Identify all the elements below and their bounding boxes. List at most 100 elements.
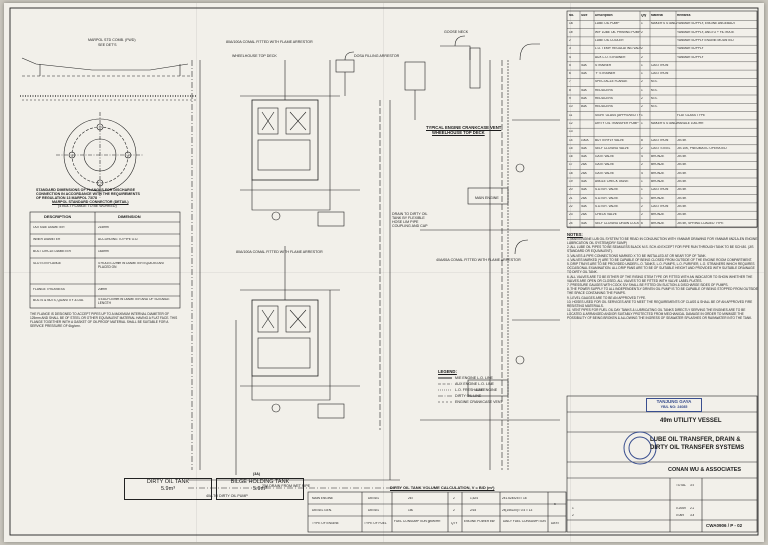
see-detail-label: SEE DET'S bbox=[98, 43, 117, 47]
bilge-tank-tag: (3A) bbox=[253, 472, 260, 476]
parts-cell: 25A bbox=[581, 213, 587, 217]
dim-row-value: 20mm bbox=[98, 288, 107, 291]
calc-row-index: 1 bbox=[572, 507, 574, 510]
pipe-label: 25A DRAIN FROM WET PIPE bbox=[262, 484, 311, 488]
parts-cell: 40A bbox=[581, 155, 587, 159]
parts-cell: YANMAR SUPPLY ENGINE MOUNTED bbox=[677, 38, 734, 42]
note-item: 6. ALL VALVES ARE TO BE EITHER OF THE RI… bbox=[567, 274, 753, 283]
parts-cell: 40A bbox=[581, 221, 587, 225]
parts-cell: 100A bbox=[581, 138, 589, 142]
note-item: 7. PRESSURE GAUGES WITH COCK S/V SHALL B… bbox=[567, 282, 729, 287]
pipe-label: 40A TO DIRTY OIL PUMP bbox=[206, 494, 248, 498]
parts-cell: CAST IRON bbox=[651, 63, 669, 67]
calc-cell: DIESEL bbox=[368, 509, 380, 512]
parts-cell: 21 bbox=[569, 196, 573, 200]
parts-cell: BRONZE bbox=[651, 155, 665, 159]
parts-cell: REDUCERS bbox=[595, 105, 613, 109]
parts-cell: YANMAR SUPPLY, ENGINE ANGEBAUT bbox=[677, 22, 736, 26]
calc-days-value: 5 bbox=[554, 503, 556, 506]
dim-header-description: DESCRIPTION bbox=[44, 215, 72, 219]
parts-cell: 17 bbox=[569, 163, 573, 167]
fold-line bbox=[570, 3, 571, 542]
parts-cell: SIGHT GLASS (APPROVED TYPE) bbox=[595, 113, 641, 117]
parts-cell: 8 bbox=[569, 88, 571, 92]
parts-cell: 2 bbox=[641, 97, 643, 100]
parts-cell: S.D.N.R. VALVE bbox=[595, 204, 619, 208]
parts-cell: 40A bbox=[581, 63, 587, 67]
calc-header: FUEL CONSUMPTION g/kW/HR bbox=[394, 520, 441, 523]
parts-cell: YANMAR SUPPLY bbox=[677, 47, 704, 51]
parts-cell: BRONZE bbox=[651, 171, 665, 175]
parts-cell: 25A bbox=[581, 196, 587, 200]
parts-cell: 1a bbox=[569, 22, 573, 26]
parts-cell: 2 bbox=[641, 30, 643, 34]
parts-cell: 2 bbox=[641, 146, 643, 150]
calc-header: TYPE OF FUEL bbox=[364, 522, 387, 525]
parts-cell: CAST IRON bbox=[651, 204, 669, 208]
calc-row-value: 3.4 bbox=[690, 514, 695, 517]
calc-cell: DIESEL bbox=[368, 497, 380, 500]
parts-cell: 2 bbox=[641, 47, 643, 51]
parts-cell: 2 bbox=[641, 213, 643, 217]
dirty-oil-tank-name: DIRTY OIL TANK bbox=[146, 479, 190, 485]
parts-cell: REDUCERS bbox=[595, 88, 613, 92]
parts-cell: MAKER'S STANDARD bbox=[651, 121, 677, 125]
dim-row-value: 4 HOLES 22mm IN DIAMETER EQUIDISTANT PLA… bbox=[98, 262, 165, 269]
dim-row-label: OUTSIDE DIAMETER bbox=[33, 226, 65, 229]
parts-cell: 'Y' STRAINER bbox=[595, 72, 616, 76]
parts-cell: 40A bbox=[581, 188, 587, 192]
dim-row-value: ACCORDING TO PIPE O.D. bbox=[98, 238, 139, 241]
parts-cell: LUBE OIL COOLER bbox=[595, 38, 624, 42]
parts-cell: BRONZE bbox=[651, 180, 665, 183]
parts-cell: 7 bbox=[569, 80, 571, 84]
crankcase-vent-title: TYPICAL ENGINE CRANKCASE VENT bbox=[426, 125, 502, 130]
parts-cell: CAST IRON bbox=[651, 188, 669, 192]
note-item: 10. HOSES USED FOR OIL SERVICES ARE TO M… bbox=[567, 300, 753, 308]
parts-cell: BUTTERFLY VALVE bbox=[595, 138, 624, 142]
detail-title: MARPOL STANDARD CONNECTOR (DETAIL) bbox=[52, 200, 129, 204]
parts-cell: 4 bbox=[641, 171, 643, 175]
parts-cell: JIS 5K bbox=[677, 196, 687, 200]
parts-cell: 1b bbox=[569, 30, 573, 34]
notes-title: NOTES: bbox=[567, 232, 583, 237]
parts-cell: 1 bbox=[641, 196, 643, 200]
parts-cell: CAST STEEL bbox=[651, 146, 671, 150]
coaming-label: MARPOL STD COMB. (FWD) bbox=[88, 38, 136, 42]
dim-header-dimension: DIMENSION bbox=[118, 215, 141, 219]
parts-cell: M.S. bbox=[651, 88, 658, 92]
dirty-oil-calc-title: DIRTY OIL TANK VOLUME CALCULATION, V = B… bbox=[390, 485, 495, 490]
parts-cell: M.S. bbox=[651, 97, 658, 100]
parts-cell: 2 bbox=[569, 38, 571, 42]
company-name: CONAN WU & ASSOCIATES bbox=[668, 467, 742, 473]
notes-section: NOTES: 1. MAIN ENGINE LUB OIL SYSTEM TO … bbox=[567, 232, 759, 322]
calc-header: QTY bbox=[451, 522, 458, 525]
parts-cell: JIS 5K bbox=[677, 138, 687, 142]
dim-row-value: 183mm bbox=[98, 250, 109, 253]
parts-cell: 4 bbox=[569, 55, 571, 59]
parts-cell: 40A bbox=[581, 204, 587, 208]
stamp-line-1: TANJUNG GAYA bbox=[656, 399, 692, 404]
parts-cell: M.S. bbox=[651, 80, 658, 84]
calc-cell: 2 bbox=[453, 497, 455, 500]
parts-cell: 1 bbox=[641, 22, 643, 26]
note-item: 11. VENT PIPES FOR FUEL OIL DAY TANKS & … bbox=[567, 308, 753, 321]
parts-cell: CAST IRON bbox=[651, 72, 669, 76]
parts-header-cell: No. bbox=[569, 14, 575, 17]
note-item: 5. DRIP TRAYS ARE TO BE PROVIDED UNDER L… bbox=[567, 262, 755, 275]
parts-cell: GATE VALVE bbox=[595, 155, 615, 159]
fold-line bbox=[196, 3, 197, 542]
parts-cell: SELF CLOSING VALVE bbox=[595, 146, 629, 150]
parts-cell: 40A bbox=[581, 72, 587, 76]
calc-cell: DIESEL GEN. bbox=[312, 509, 332, 512]
parts-cell: 13 bbox=[569, 130, 573, 134]
legend-item: M/E ENGINE L.O. LINE bbox=[455, 376, 493, 380]
vessel-name: 49m UTILITY VESSEL bbox=[660, 418, 722, 424]
parts-cell: 6 bbox=[569, 72, 571, 76]
parts-cell: 16 bbox=[569, 155, 573, 159]
parts-cell: SELF CLOSING DRAIN COCK bbox=[595, 221, 640, 225]
parts-cell: W/F LUBE OIL PRIMING PUMP bbox=[595, 30, 641, 34]
parts-cell: GATE VALVE bbox=[595, 171, 615, 175]
parts-cell: SPECTACLE FLANGE bbox=[595, 80, 628, 84]
calc-cell: 150 bbox=[408, 509, 414, 512]
